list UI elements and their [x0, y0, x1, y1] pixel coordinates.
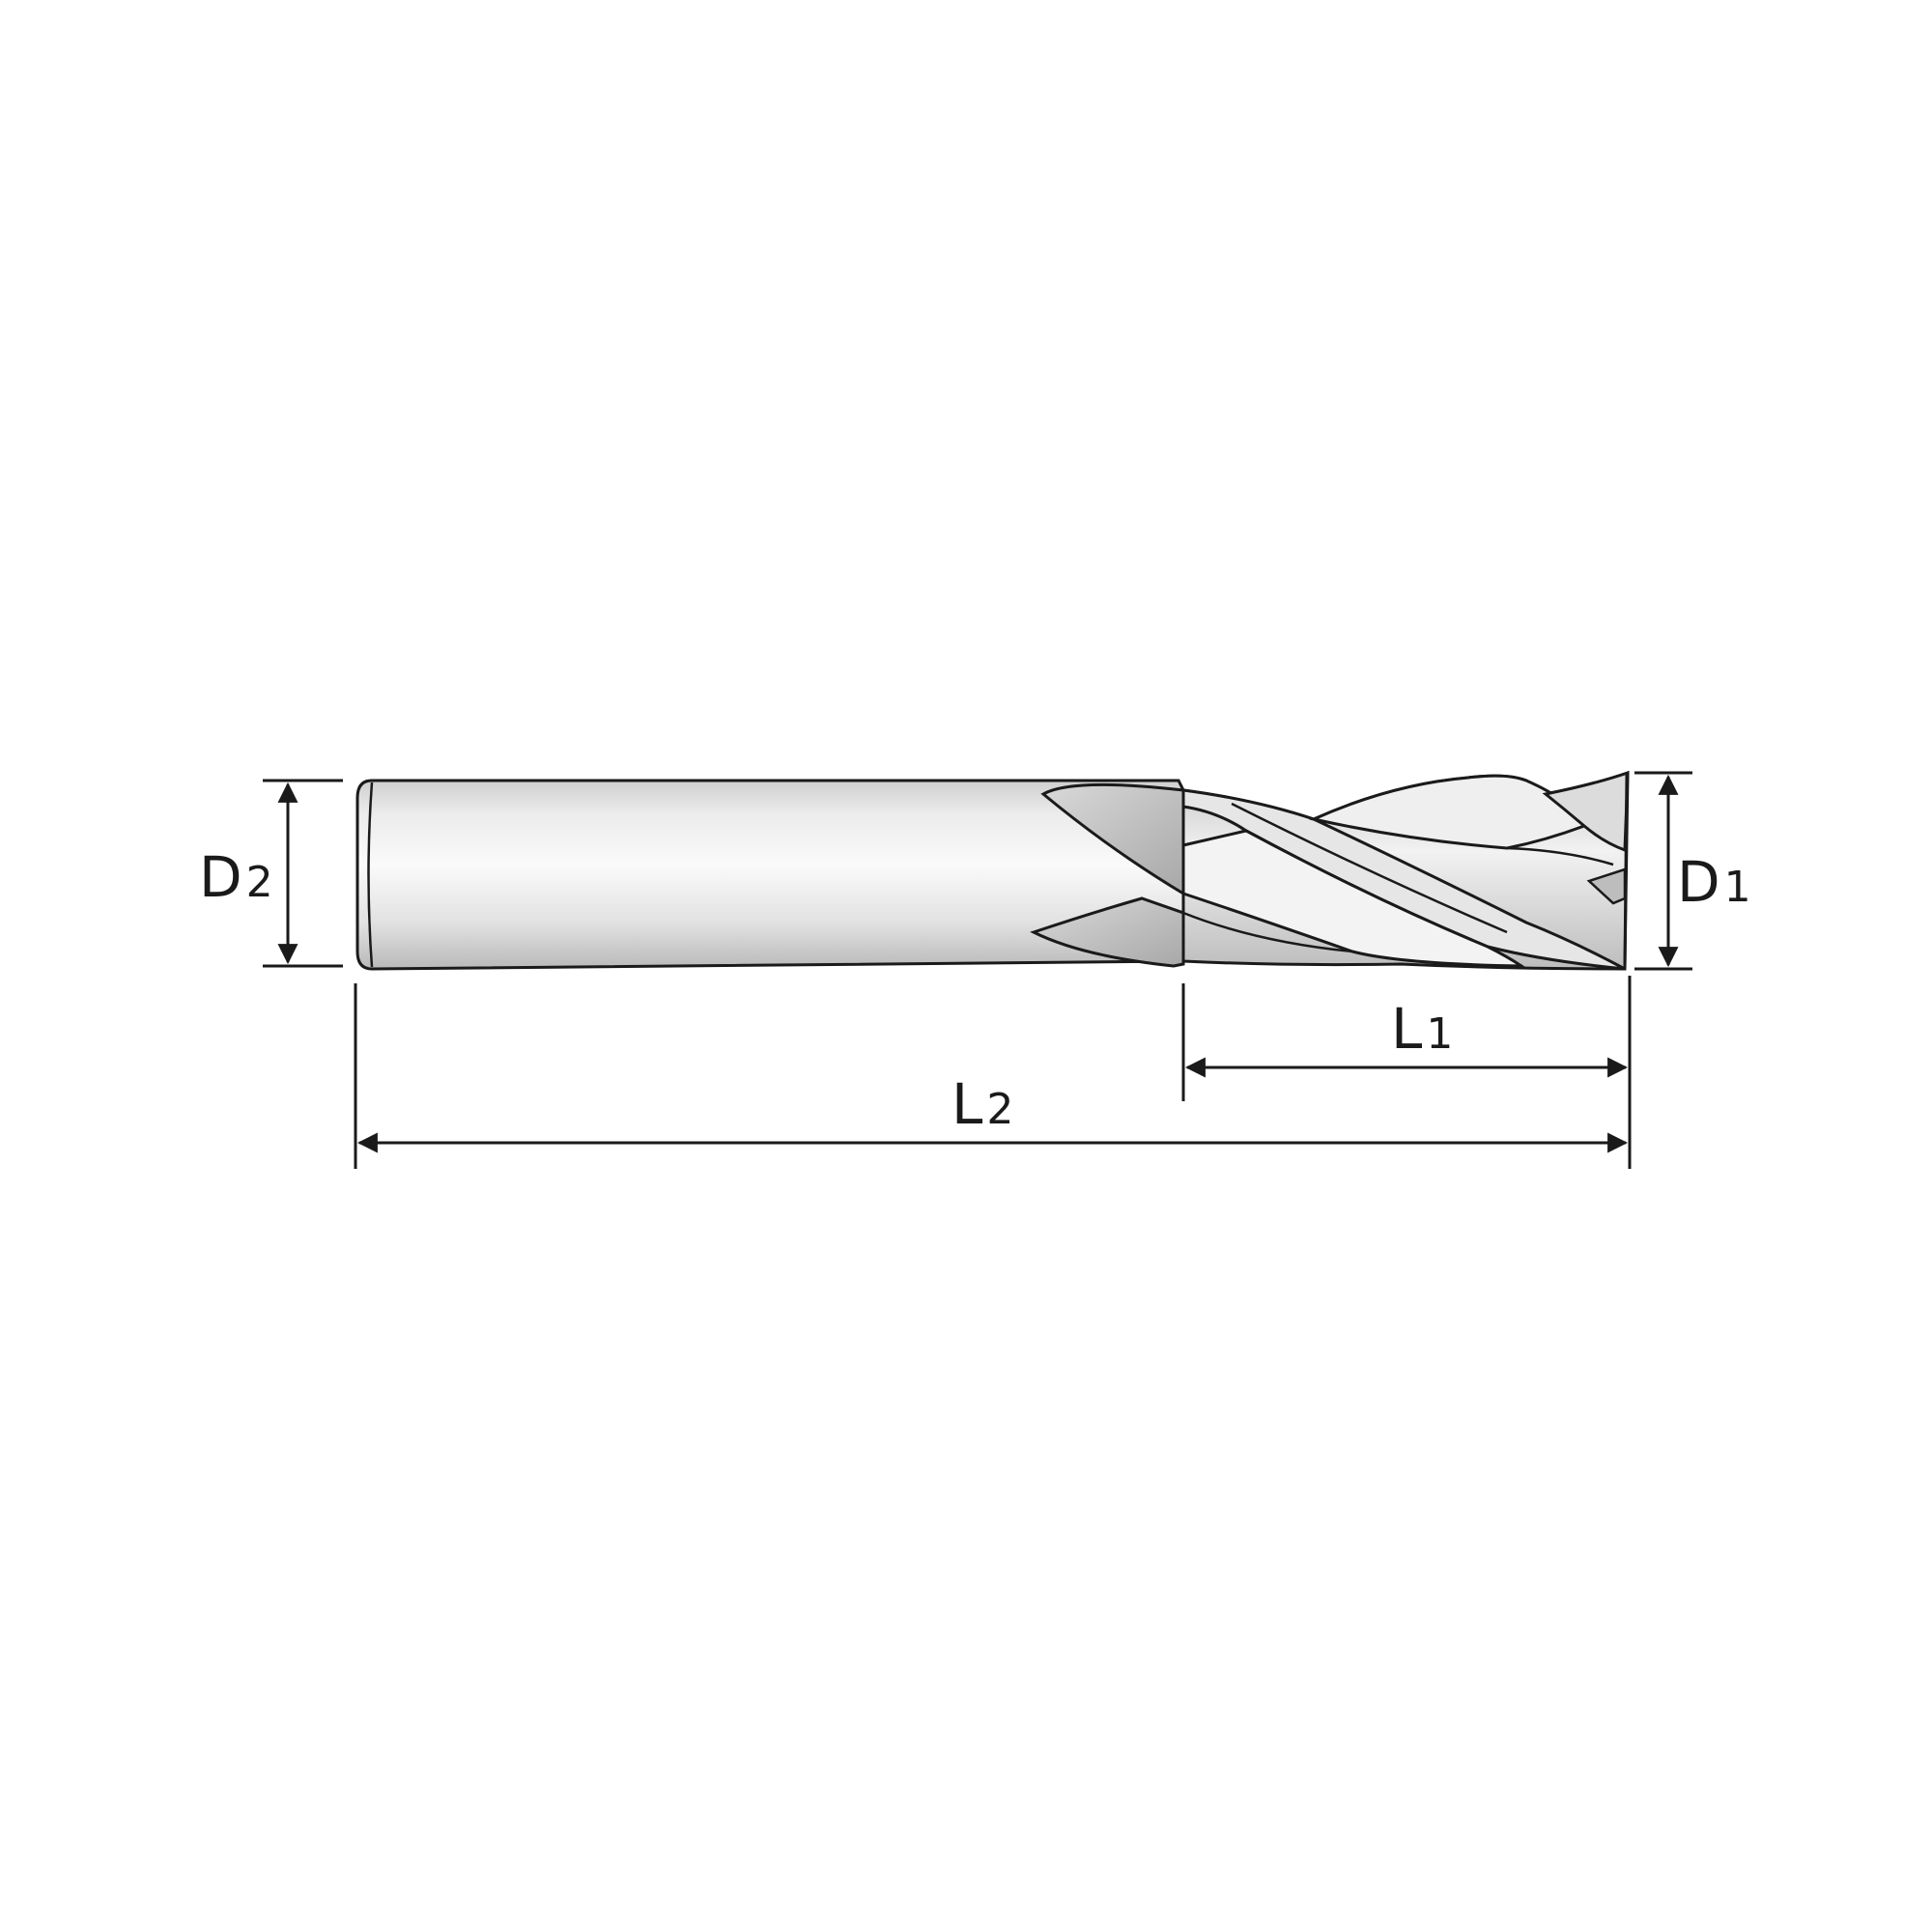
dimension-d1: D1 — [1634, 771, 1751, 971]
l2-label: L2 — [952, 1071, 1013, 1137]
helix-line-1 — [1231, 802, 1508, 934]
dimension-d2: D2 — [199, 779, 343, 968]
end-mill-tool — [355, 770, 1630, 971]
helix-line-2 — [1506, 846, 1614, 867]
helix-band-2 — [1181, 829, 1527, 968]
flute-runout-upper — [1040, 782, 1185, 896]
shank-chamfer-line — [367, 781, 374, 968]
d2-label: D2 — [199, 844, 273, 910]
tip-face-line — [1623, 774, 1629, 970]
flute-runout-lower — [1030, 896, 1185, 968]
shank — [355, 779, 1185, 971]
dimension-l2: L2 — [354, 983, 1629, 1169]
l1-label: L1 — [1391, 996, 1453, 1062]
helix-line-3 — [1182, 911, 1353, 953]
d1-label: D1 — [1677, 849, 1751, 915]
tip-facet-upper — [1542, 770, 1630, 853]
dimension-l1: L1 — [1181, 976, 1632, 1169]
